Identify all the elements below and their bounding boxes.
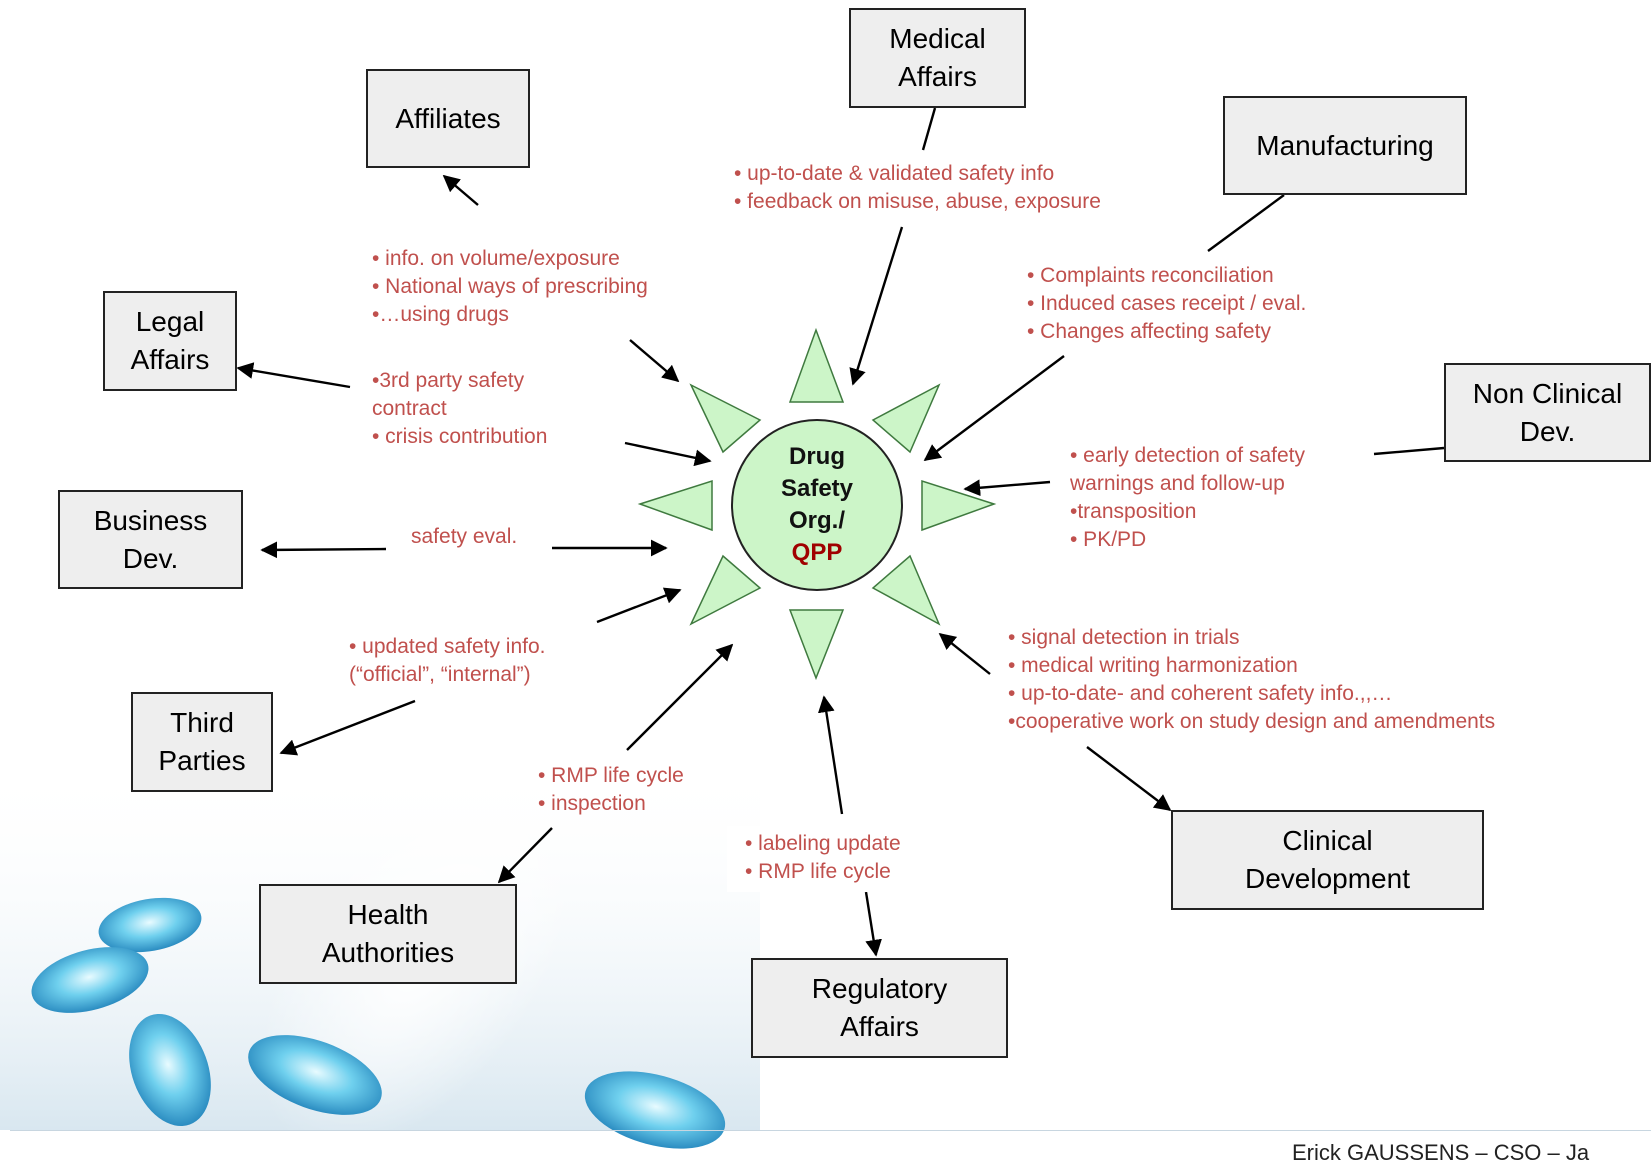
arrow-third-in xyxy=(596,587,682,624)
line-medical xyxy=(921,107,937,151)
arrow-regulatory-out xyxy=(864,891,882,957)
line-manufacturing xyxy=(1207,194,1285,252)
health-authorities-box: Health Authorities xyxy=(259,884,517,984)
ray-se xyxy=(871,554,941,626)
center-circle xyxy=(731,419,903,591)
arrow-medical-in xyxy=(849,226,904,386)
clinical-notes: • signal detection in trials • medical w… xyxy=(1008,624,1495,736)
note-line: • Induced cases receipt / eval. xyxy=(1027,292,1307,315)
arrow-clinical-out xyxy=(1086,746,1172,812)
ray-ne xyxy=(871,383,941,454)
center-line-2: Safety xyxy=(780,475,854,502)
ray-n xyxy=(788,327,845,403)
health-authorities-notes: • RMP life cycle • inspection xyxy=(538,762,684,818)
note-line: •3rd party safety xyxy=(372,369,525,392)
note-line: • RMP life cycle xyxy=(538,764,684,787)
legal-affairs-notes: •3rd party safety contract • crisis cont… xyxy=(372,367,547,451)
arrow-affiliates-out xyxy=(442,174,479,206)
regulatory-affairs-box: Regulatory Affairs xyxy=(751,958,1008,1058)
ray-s xyxy=(788,609,845,681)
manufacturing-notes: • Complaints reconciliation • Induced ca… xyxy=(1027,262,1306,346)
note-line: •…using drugs xyxy=(372,303,509,326)
arrow-third-out xyxy=(279,699,416,756)
non-clinical-dev-box: Non Clinical Dev. xyxy=(1444,363,1651,462)
note-line: • Complaints reconciliation xyxy=(1027,264,1274,287)
sun-rays xyxy=(637,327,997,681)
note-line: safety eval. xyxy=(411,525,518,548)
business-dev-box: Business Dev. xyxy=(58,490,243,589)
business-dev-notes: safety eval. xyxy=(411,523,517,551)
note-line: • National ways of prescribing xyxy=(372,275,648,298)
arrow-regulatory-in xyxy=(817,695,844,815)
arrow-business-out xyxy=(260,541,387,559)
note-line: • Changes affecting safety xyxy=(1027,320,1271,343)
note-line: • early detection of safety xyxy=(1070,444,1305,467)
note-line: •cooperative work on study design and am… xyxy=(1008,710,1496,733)
note-line: (“official”, “internal”) xyxy=(349,663,531,686)
arrow-health-in xyxy=(626,643,734,751)
footer-divider xyxy=(10,1130,1651,1131)
arrow-legal-in xyxy=(624,441,712,467)
affiliates-box: Affiliates xyxy=(366,69,530,168)
ray-w xyxy=(637,479,713,532)
capsule-image xyxy=(31,897,726,1149)
non-clinical-notes: • early detection of safety warnings and… xyxy=(1070,442,1305,554)
arrow-legal-out xyxy=(236,362,351,389)
note-line: • feedback on misuse, abuse, exposure xyxy=(734,190,1101,213)
medical-affairs-box: Medical Affairs xyxy=(849,8,1026,108)
note-line: • signal detection in trials xyxy=(1008,626,1240,649)
note-line: • labeling update xyxy=(745,832,901,855)
note-line: • up-to-date & validated safety info xyxy=(734,162,1055,185)
ray-nw xyxy=(689,383,762,454)
note-line: • medical writing harmonization xyxy=(1008,654,1298,677)
ray-sw xyxy=(689,554,762,626)
footer-text: Erick GAUSSENS – CSO – Ja xyxy=(1292,1140,1590,1165)
note-line: • RMP life cycle xyxy=(745,860,891,883)
manufacturing-box: Manufacturing xyxy=(1223,96,1467,195)
clinical-development-box: Clinical Development xyxy=(1171,810,1484,910)
center-qpp: QPP xyxy=(791,539,843,566)
line-nonclinical xyxy=(1373,446,1445,456)
note-line: contract xyxy=(372,397,447,420)
note-line: • PK/PD xyxy=(1070,528,1147,551)
center-line-1: Drug xyxy=(789,443,845,470)
note-line: warnings and follow-up xyxy=(1070,472,1285,495)
arrow-affiliates-in xyxy=(629,339,680,383)
note-line: • inspection xyxy=(538,792,646,815)
arrow-health-out xyxy=(497,827,553,884)
third-parties-notes: • updated safety info. (“official”, “int… xyxy=(349,633,546,689)
arrow-manufacturing-in xyxy=(923,355,1065,462)
note-line: • up-to-date- and coherent safety info.,… xyxy=(1008,682,1393,705)
arrow-clinical-in xyxy=(938,632,991,675)
center-line-3: Org./ xyxy=(788,507,845,534)
arrow-nonclinical-in xyxy=(963,479,1051,497)
affiliates-notes: • info. on volume/exposure • National wa… xyxy=(372,245,648,329)
note-line: •transposition xyxy=(1070,500,1197,523)
note-line: • crisis contribution xyxy=(372,425,548,448)
note-line: • updated safety info. xyxy=(349,635,546,658)
connectors xyxy=(236,107,1445,957)
regulatory-affairs-notes: • labeling update • RMP life cycle xyxy=(727,826,917,892)
note-line: • info. on volume/exposure xyxy=(372,247,620,270)
center-label: Drug Safety Org./ QPP xyxy=(732,441,902,569)
legal-affairs-box: Legal Affairs xyxy=(103,291,237,391)
medical-affairs-notes: • up-to-date & validated safety info • f… xyxy=(734,160,1101,216)
ray-e xyxy=(921,479,997,532)
third-parties-box: Third Parties xyxy=(131,692,273,792)
